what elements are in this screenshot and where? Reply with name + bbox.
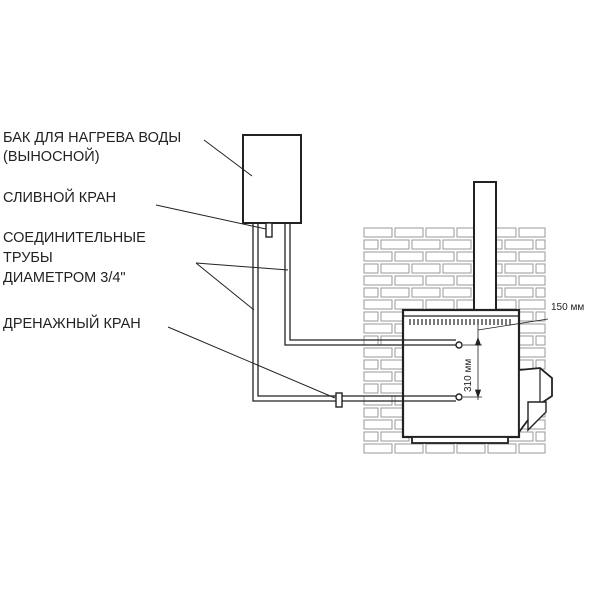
brick <box>518 227 546 238</box>
leader-pipes-upper <box>195 262 289 271</box>
dim-arrow-down <box>474 389 482 399</box>
upper-pipe-outer <box>289 223 456 341</box>
stove-body <box>401 308 521 439</box>
brick <box>380 239 410 250</box>
brick <box>518 347 546 358</box>
brick <box>535 239 546 250</box>
leader-tank <box>203 139 253 177</box>
brick <box>456 443 486 454</box>
brick <box>518 251 546 262</box>
brick <box>504 287 534 298</box>
lower-pipe-inner <box>257 223 456 397</box>
leader-drainage-tap <box>167 326 336 399</box>
brick <box>425 275 455 286</box>
brick <box>425 443 455 454</box>
upper-fitting <box>455 341 463 349</box>
brick <box>363 263 379 274</box>
chimney-pipe <box>473 181 497 311</box>
leader-pipes-lower <box>195 262 255 311</box>
brick <box>411 239 441 250</box>
leader-drain-tap <box>155 204 267 230</box>
brick <box>363 251 393 262</box>
brick <box>363 239 379 250</box>
brick <box>363 443 393 454</box>
brick <box>504 239 534 250</box>
lower-pipe-outer <box>252 223 456 402</box>
stove <box>401 308 553 444</box>
brick <box>518 443 546 454</box>
drain-tap-icon <box>265 222 273 238</box>
ash-tray <box>527 401 547 432</box>
brick <box>363 227 393 238</box>
brick <box>363 371 393 382</box>
brick <box>394 299 424 310</box>
brick <box>363 323 393 334</box>
brick <box>442 263 472 274</box>
brick <box>363 407 379 418</box>
drainage-tap-icon <box>335 392 343 408</box>
brick <box>425 251 455 262</box>
brick <box>394 443 424 454</box>
brick <box>504 263 534 274</box>
dimensions <box>463 318 549 400</box>
label-drain-tap: СЛИВНОЙ КРАН <box>3 190 117 206</box>
stove-top-grille <box>409 319 511 325</box>
water-tank <box>242 134 302 224</box>
brick <box>363 311 379 322</box>
brick <box>363 275 393 286</box>
brick <box>363 431 379 442</box>
brick <box>363 347 393 358</box>
brick <box>380 287 410 298</box>
brick <box>487 443 517 454</box>
brick <box>535 335 546 346</box>
brick <box>535 311 546 322</box>
leader-lines <box>155 139 336 399</box>
brick <box>518 275 546 286</box>
brick <box>425 227 455 238</box>
brick <box>363 287 379 298</box>
lower-fitting <box>455 393 463 401</box>
brick <box>425 299 455 310</box>
brick <box>394 275 424 286</box>
dim-label-310: 310 мм <box>463 358 474 392</box>
label-pipes-line2: ТРУБЫ <box>3 250 53 266</box>
brick <box>380 263 410 274</box>
dim-label-150: 150 мм <box>551 302 585 313</box>
upper-pipe-inner <box>284 223 456 346</box>
brick <box>442 239 472 250</box>
brick <box>535 287 546 298</box>
brick <box>535 263 546 274</box>
label-tank-line1: БАК ДЛЯ НАГРЕВА ВОДЫ <box>3 130 182 146</box>
brick <box>363 383 379 394</box>
brick <box>518 323 546 334</box>
label-tank-line2: (ВЫНОСНОЙ) <box>3 149 100 165</box>
brick <box>535 431 546 442</box>
brick <box>411 263 441 274</box>
label-drainage-tap: ДРЕНАЖНЫЙ КРАН <box>3 316 141 332</box>
pipes <box>252 223 456 402</box>
label-pipes-line3: ДИАМЕТРОМ 3/4" <box>3 270 126 286</box>
brick <box>411 287 441 298</box>
brick <box>363 419 393 430</box>
label-pipes-line1: СОЕДИНИТЕЛЬНЫЕ <box>3 230 146 246</box>
brick <box>363 299 393 310</box>
brick <box>442 287 472 298</box>
brick <box>394 227 424 238</box>
brick <box>363 359 379 370</box>
stove-base <box>411 436 509 444</box>
brick <box>394 251 424 262</box>
brick <box>518 299 546 310</box>
dim-150-leader <box>477 318 549 331</box>
